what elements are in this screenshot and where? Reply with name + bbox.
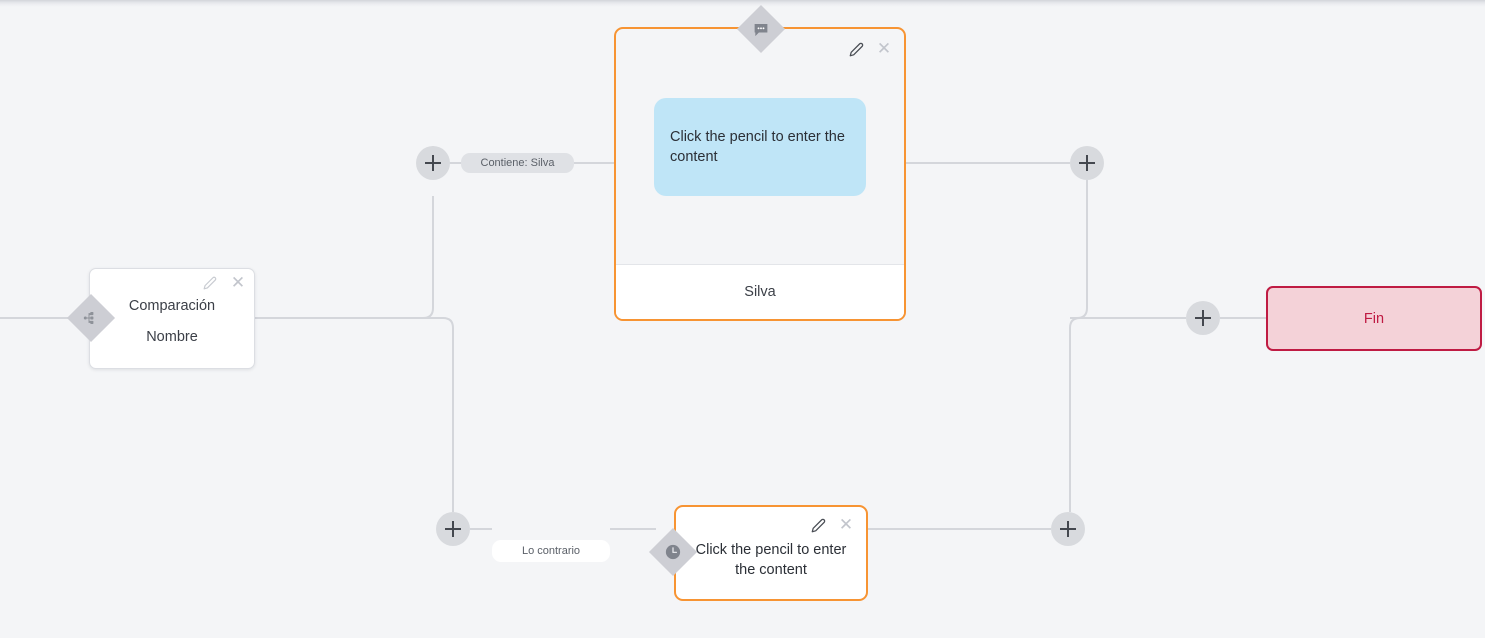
node-comparacion[interactable]: ✕ Comparación Nombre [89,268,255,369]
add-node-button-bottom-right[interactable] [1051,512,1085,546]
node-wait-actions[interactable]: ✕ [810,515,854,534]
node-fin[interactable]: Fin [1266,286,1482,351]
wire-right-trunk-down [1069,317,1081,512]
message-bubble[interactable]: Click the pencil to enter the content [654,97,866,196]
chat-bubble-glyph [753,21,770,38]
close-icon[interactable]: ✕ [876,39,892,58]
edge-label-contiene: Contiene: Silva [461,153,574,173]
node-wait[interactable]: ✕ Click the pencil to enter the content [674,505,868,601]
node-comparacion-subtitle: Nombre [146,329,198,345]
clock-icon[interactable] [648,527,698,577]
pencil-icon[interactable] [202,275,218,291]
close-icon[interactable]: ✕ [838,515,854,534]
wire-topleft-plus-down [255,196,434,319]
edge-label-lo-contrario: Lo contrario [492,540,610,562]
add-node-button-bottom-left[interactable] [436,512,470,546]
add-node-button-top-left[interactable] [416,146,450,180]
node-message-actions[interactable]: ✕ [848,39,892,58]
branch-icon[interactable] [66,293,116,343]
add-node-button-top-right[interactable] [1070,146,1104,180]
pencil-icon[interactable] [810,517,826,533]
node-message-body: Click the pencil to enter the content [616,29,904,264]
clock-glyph [664,543,682,561]
chat-bubble-icon[interactable] [736,4,786,54]
close-icon[interactable]: ✕ [230,273,246,292]
node-comparacion-title: Comparación [128,298,216,314]
wire-compare-to-bottom [255,317,454,512]
add-node-button-before-end[interactable] [1186,301,1220,335]
node-comparacion-actions[interactable]: ✕ [202,273,246,292]
node-wait-text: Click the pencil to enter the content [695,542,847,578]
pencil-icon[interactable] [848,41,864,57]
node-message-footer: Silva [616,264,904,319]
wire-topright-plus-down [1070,180,1088,319]
branch-glyph [83,310,99,326]
node-message[interactable]: ✕ Click the pencil to enter the content … [614,27,906,321]
